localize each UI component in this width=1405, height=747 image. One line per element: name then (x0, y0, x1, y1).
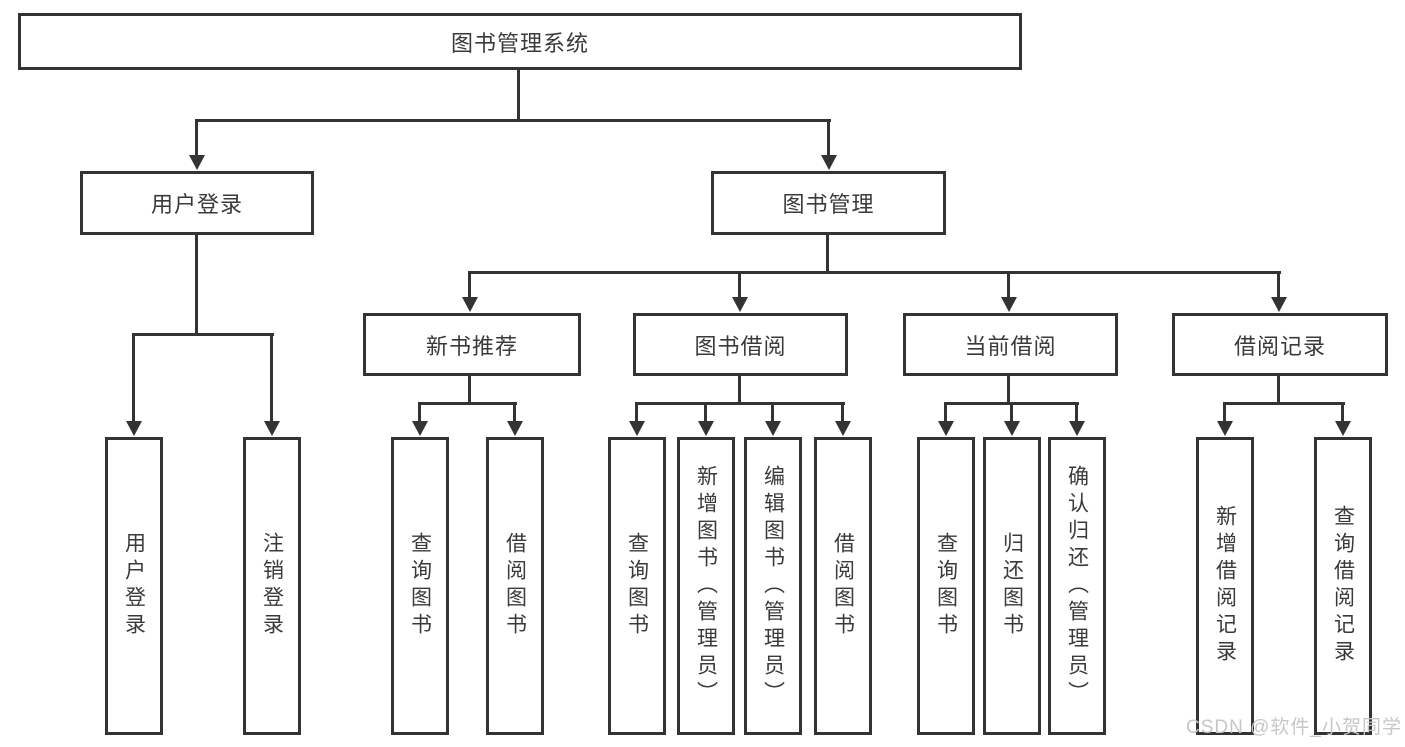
connector-stem (1277, 376, 1280, 404)
connector-stub (195, 119, 198, 157)
leaf-label: 查询图书 (625, 532, 649, 640)
node-label: 用户登录 (150, 192, 243, 217)
arrow-down-icon (126, 421, 142, 436)
connector-branch (1223, 402, 1345, 405)
arrow-down-icon (412, 421, 428, 436)
node-borrowing-records: 借阅记录 (1172, 313, 1388, 376)
arrow-down-icon (1001, 297, 1017, 312)
connector-stub (1341, 402, 1344, 422)
leaf-confirm-return-admin: 确认归还（管理员） (1048, 437, 1106, 735)
arrow-down-icon (765, 421, 781, 436)
connector-stub (418, 402, 421, 422)
arrow-down-icon (732, 297, 748, 312)
connector-stub (704, 402, 707, 422)
leaf-label: 新增借阅记录 (1213, 505, 1237, 667)
connector-user-login-branch (132, 333, 274, 336)
connector-book-mgmt-branch (468, 271, 1281, 274)
arrow-down-icon (1004, 421, 1020, 436)
node-label: 图书管理 (782, 192, 875, 217)
connector-stem (1007, 376, 1010, 404)
connector-stub (1277, 271, 1280, 298)
arrow-down-icon (1217, 421, 1233, 436)
arrow-down-icon (938, 421, 954, 436)
leaf-edit-books-admin: 编辑图书（管理员） (744, 437, 802, 735)
connector-branch (635, 402, 845, 405)
connector-stub (1075, 402, 1078, 422)
leaf-label: 查询图书 (934, 532, 958, 640)
arrow-down-icon (189, 155, 205, 170)
leaf-label: 查询图书 (408, 532, 432, 640)
leaf-label: 新增图书（管理员） (694, 464, 718, 708)
connector-stub (468, 271, 471, 298)
arrow-down-icon (698, 421, 714, 436)
leaf-borrow-books: 借阅图书 (814, 437, 872, 735)
arrow-down-icon (462, 297, 478, 312)
leaf-label: 注销登录 (260, 532, 284, 640)
node-label: 图书借阅 (694, 333, 787, 359)
arrow-down-icon (1271, 297, 1287, 312)
arrow-down-icon (629, 421, 645, 436)
node-user-login: 用户登录 (80, 171, 314, 235)
leaf-return-books: 归还图书 (983, 437, 1041, 735)
node-library-management-system: 图书管理系统 (18, 13, 1022, 70)
leaf-label: 借阅图书 (831, 532, 855, 640)
connector-stub (944, 402, 947, 422)
arrow-down-icon (1335, 421, 1351, 436)
connector-stub (513, 402, 516, 422)
connector-stub (827, 119, 830, 157)
leaf-add-borrow-record: 新增借阅记录 (1196, 437, 1254, 735)
leaf-label: 确认归还（管理员） (1065, 464, 1089, 708)
leaf-label: 归还图书 (1000, 532, 1024, 640)
arrow-down-icon (835, 421, 851, 436)
connector-stub (1007, 271, 1010, 298)
connector-stub (132, 333, 135, 422)
leaf-add-books-admin: 新增图书（管理员） (677, 437, 735, 735)
node-current-borrowing: 当前借阅 (903, 313, 1118, 376)
node-label: 图书管理系统 (450, 30, 589, 56)
node-label: 新书推荐 (425, 333, 518, 359)
arrow-down-icon (507, 421, 523, 436)
leaf-label: 借阅图书 (503, 532, 527, 640)
connector-root-stem (517, 70, 520, 121)
leaf-user-login: 用户登录 (105, 437, 163, 735)
connector-user-login-stem (195, 235, 198, 335)
csdn-watermark: CSDN @软件_小贺同学 (1186, 717, 1402, 738)
connector-stub (270, 333, 273, 422)
connector-stem (468, 376, 471, 404)
arrow-down-icon (264, 421, 280, 436)
node-book-borrowing: 图书借阅 (633, 313, 848, 376)
leaf-label: 查询借阅记录 (1331, 505, 1355, 667)
leaf-query-borrow-record: 查询借阅记录 (1314, 437, 1372, 735)
connector-stub (841, 402, 844, 422)
node-label: 借阅记录 (1233, 333, 1326, 359)
connector-stub (635, 402, 638, 422)
connector-book-mgmt-stem (826, 235, 829, 274)
arrow-down-icon (821, 155, 837, 170)
leaf-query-books-current: 查询图书 (917, 437, 975, 735)
connector-stub (738, 271, 741, 298)
connector-stub (1223, 402, 1226, 422)
node-label: 当前借阅 (964, 333, 1057, 359)
connector-root-branch (196, 119, 831, 122)
leaf-label: 编辑图书（管理员） (761, 464, 785, 708)
node-new-book-recommendation: 新书推荐 (363, 313, 581, 376)
leaf-label: 用户登录 (122, 532, 146, 640)
leaf-logout: 注销登录 (243, 437, 301, 735)
leaf-query-books-borrowing: 查询图书 (608, 437, 666, 735)
connector-stub (1010, 402, 1013, 422)
connector-branch (418, 402, 517, 405)
connector-stem (738, 376, 741, 404)
leaf-borrow-books-recommend: 借阅图书 (486, 437, 544, 735)
arrow-down-icon (1069, 421, 1085, 436)
node-book-management: 图书管理 (711, 171, 946, 235)
leaf-query-books-recommend: 查询图书 (391, 437, 449, 735)
connector-stub (771, 402, 774, 422)
